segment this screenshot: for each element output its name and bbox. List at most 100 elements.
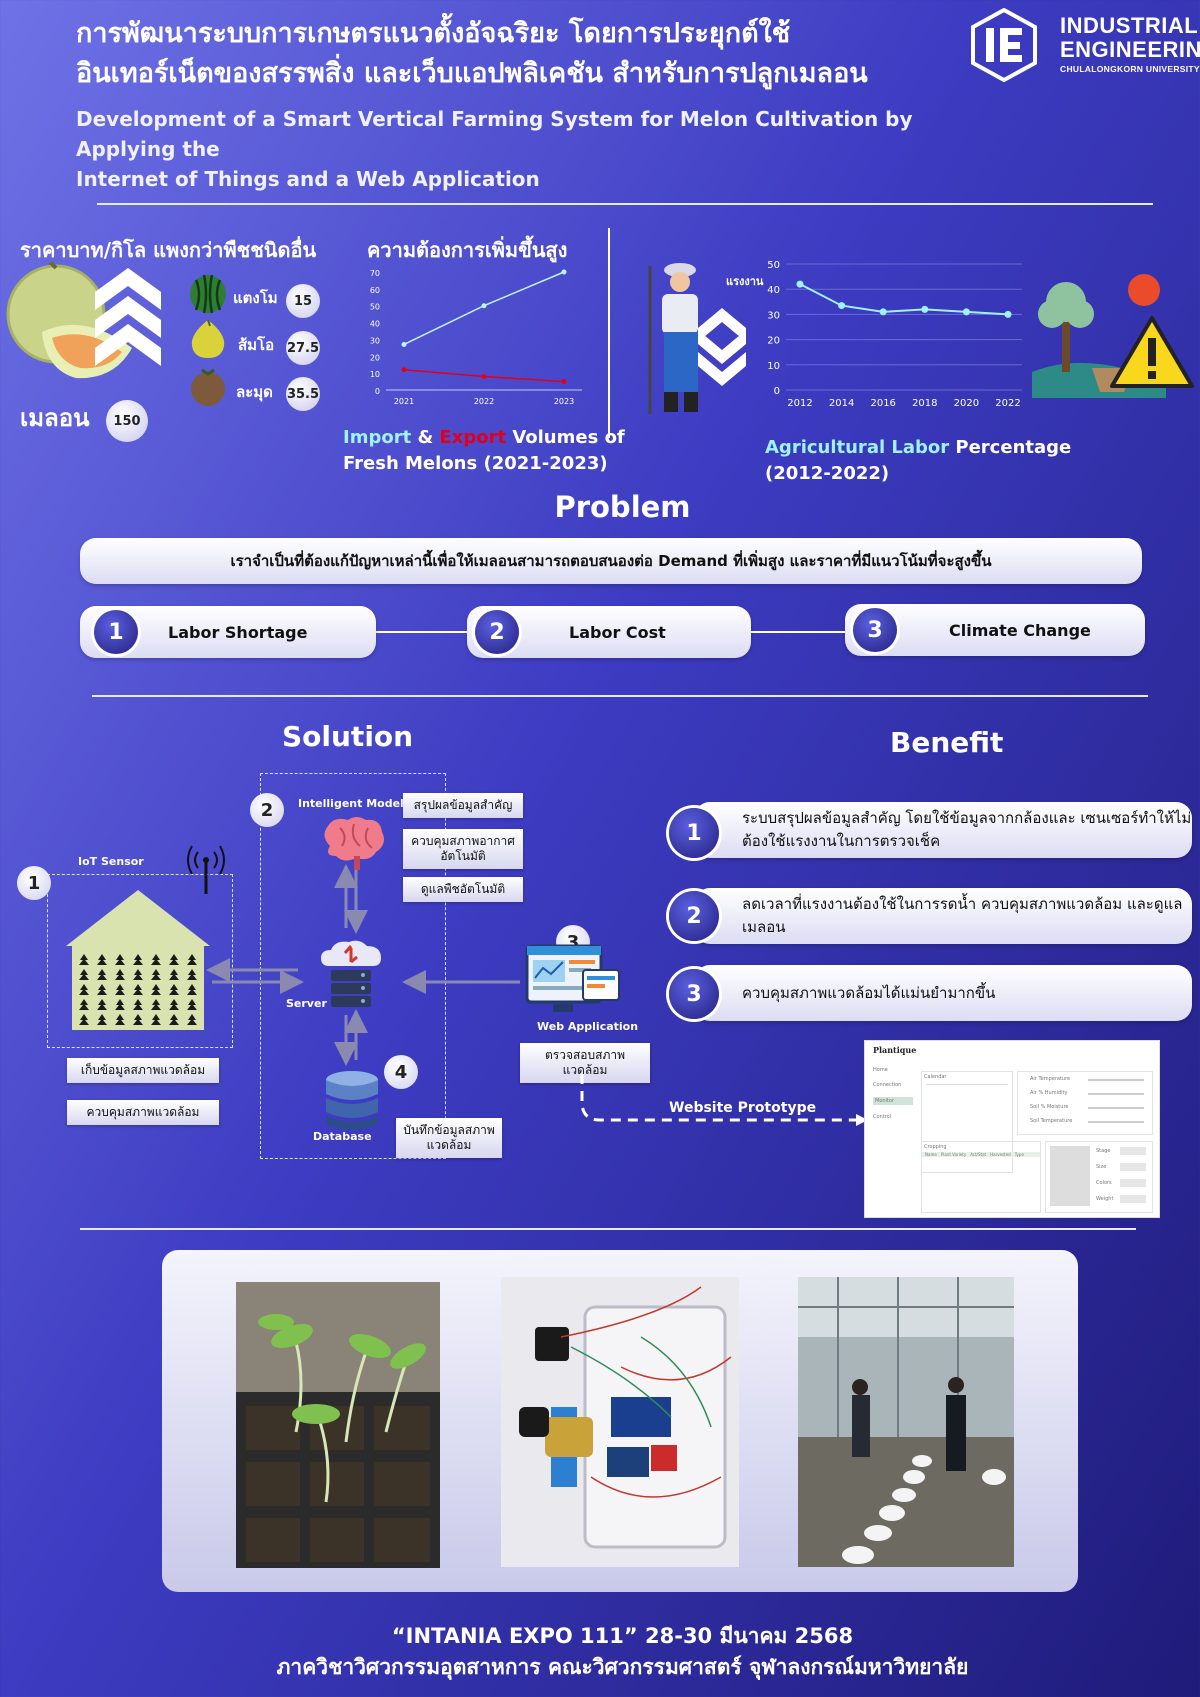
prototype-sensor: Air % Humidity (1030, 1090, 1068, 1096)
database-tag: บันทึกข้อมูลสภาพแวดล้อม (396, 1118, 502, 1158)
solution-num: 4 (384, 1055, 418, 1089)
prototype-table-header: Name Plant Variety Act/Stat Harvested Ty… (922, 1152, 1040, 1157)
antenna-icon (187, 845, 225, 894)
plant-mark (115, 969, 125, 980)
iot-tag: ควบคุมสภาพแวดล้อม (67, 1100, 219, 1125)
prototype-nav-item[interactable]: Monitor (873, 1097, 913, 1105)
plant-mark (187, 969, 197, 980)
prototype-nav-item[interactable]: Home (873, 1067, 888, 1073)
divider (92, 695, 1148, 697)
worker-label: แรงงาน (726, 275, 764, 288)
benefit-text: ระบบสรุปผลข้อมูลสำคัญ โดยใช้ข้อมูลจากกล้… (742, 809, 1192, 850)
plant-mark (79, 1014, 89, 1025)
iot-label: IoT Sensor (78, 855, 144, 868)
benefit-card-3: ควบคุมสภาพแวดล้อมได้แม่นยำมากขึ้น (694, 965, 1192, 1021)
problem-num: 2 (475, 610, 519, 654)
server-label: Server (286, 997, 327, 1010)
prototype-slider[interactable] (1088, 1107, 1144, 1109)
data-point (561, 379, 567, 385)
connector-line (375, 631, 468, 633)
plant-mark (115, 1014, 125, 1025)
data-point (838, 302, 846, 310)
benefit-title: Benefit (890, 726, 1004, 759)
footer-event: “INTANIA EXPO 111” 28-30 มีนาคม 2568 (391, 1624, 854, 1648)
y-tick-label: 30 (767, 310, 780, 321)
prototype-nav-item[interactable]: Connection (873, 1082, 902, 1088)
plant-mark (133, 999, 143, 1010)
prototype-sensor: Air Temperature (1030, 1076, 1071, 1082)
x-tick-label: 2012 (787, 398, 812, 409)
x-tick-label: 2014 (829, 398, 854, 409)
problem-label: Labor Shortage (168, 622, 308, 642)
caption-import: Import (343, 427, 412, 448)
caption-export: Export (439, 427, 507, 448)
ie-logo-text: INDUSTRIAL ENGINEERING CHULALONGKORN UNI… (1060, 13, 1200, 75)
problem-card-2: 2 Labor Cost (467, 606, 751, 658)
prototype-field: Size (1096, 1164, 1107, 1170)
prototype-slider[interactable] (1088, 1121, 1144, 1123)
data-point (481, 303, 487, 309)
plant-mark (97, 954, 107, 965)
electronics-photo (501, 1277, 739, 1567)
solution-num: 2 (250, 793, 284, 827)
prototype-nav: Home Connection Monitor Control (873, 1067, 913, 1120)
series-line (403, 271, 565, 346)
prototype-table-title: Cropping (924, 1144, 947, 1150)
prototype-field-box[interactable] (1120, 1147, 1146, 1155)
problem-title: Problem (554, 490, 691, 524)
benefit-card-2: ลดเวลาที่แรงงานต้องใช้ในการรดน้ำ ควบคุมส… (694, 888, 1192, 944)
fruit-price-badge: 15 (286, 284, 320, 318)
x-tick-label: 2022 (474, 397, 494, 406)
benefit-card-1: ระบบสรุปผลข้อมูลสำคัญ โดยใช้ข้อมูลจากกล้… (694, 802, 1192, 858)
plant-mark (133, 984, 143, 995)
caption-line2: (2012-2022) (765, 463, 890, 484)
chevron-up-icon (95, 268, 161, 366)
problem-num: 1 (94, 610, 138, 654)
melon-price-badge: 150 (106, 400, 148, 442)
data-point (962, 308, 970, 316)
problem-statement: เราจำเป็นที่ต้องแก้ปัญหาเหล่านี้เพื่อให้… (80, 538, 1142, 584)
prototype-slider[interactable] (1088, 1079, 1144, 1081)
model-tag: สรุปผลข้อมูลสำคัญ (403, 793, 523, 818)
plant-mark (133, 1014, 143, 1025)
plant-mark (97, 999, 107, 1010)
series-line (799, 283, 1009, 316)
y-tick-label: 0 (375, 387, 380, 396)
prototype-field-box[interactable] (1120, 1179, 1146, 1187)
vertical-divider (608, 228, 610, 438)
prototype-nav-item[interactable]: Control (873, 1114, 892, 1120)
connector-line (750, 631, 845, 633)
plant-mark (133, 969, 143, 980)
plant-mark (169, 984, 179, 995)
prototype-brand: Plantique (873, 1045, 917, 1055)
prototype-detail: Stage Size Colors Weight (1045, 1141, 1153, 1213)
title-english: Development of a Smart Vertical Farming … (76, 107, 913, 191)
database-icon (326, 1071, 378, 1130)
x-tick-label: 2023 (554, 397, 574, 406)
plant-mark (151, 1014, 161, 1025)
model-box (260, 773, 446, 1159)
plant-mark (79, 969, 89, 980)
y-tick-label: 60 (370, 286, 380, 295)
prototype-col: Type (1014, 1152, 1024, 1157)
problem-label: Climate Change (949, 620, 1091, 640)
plant-mark (115, 954, 125, 965)
prototype-slider[interactable] (1088, 1093, 1144, 1095)
divider (80, 1228, 1136, 1230)
data-point (481, 374, 487, 380)
melon-label: เมลอน (20, 404, 90, 432)
divider (926, 1084, 1008, 1085)
model-tag: ดูแลพืชอัตโนมัติ (403, 877, 523, 902)
plant-mark (187, 984, 197, 995)
sapodilla-icon (191, 368, 225, 406)
data-point (796, 280, 804, 288)
pomelo-icon (191, 319, 225, 358)
prototype-field-box[interactable] (1120, 1163, 1146, 1171)
prototype-field-box[interactable] (1120, 1195, 1146, 1203)
web-app-tag: ตรวจสอบสภาพแวดล้อม (520, 1043, 650, 1083)
plant-mark (151, 984, 161, 995)
greenhouse-photo (798, 1277, 1014, 1567)
x-tick-label: 2021 (394, 397, 414, 406)
x-tick-label: 2022 (995, 398, 1020, 409)
